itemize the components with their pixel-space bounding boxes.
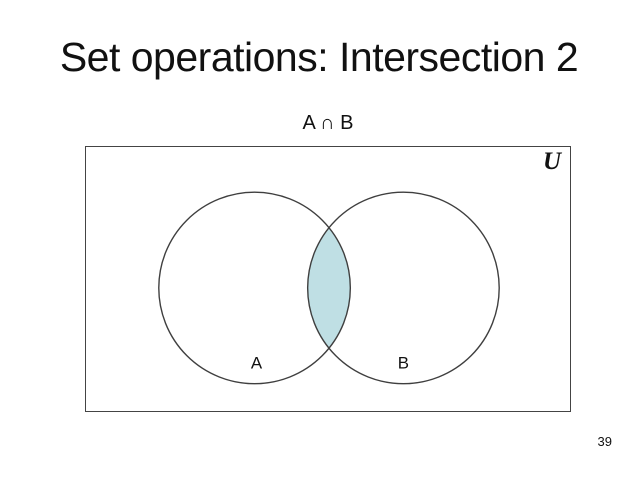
slide-title: Set operations: Intersection 2 [59, 34, 579, 80]
venn-diagram: A B [158, 191, 500, 385]
universe-label: U [542, 148, 561, 175]
intersection-caption: A ∩ B [302, 112, 354, 134]
universe-box: A B U [85, 146, 571, 412]
set-b-label: B [398, 353, 409, 372]
page-number: 39 [597, 434, 612, 449]
set-a-label: A [251, 353, 263, 372]
set-b-circle [306, 191, 500, 385]
intersection-region [307, 227, 351, 349]
set-a-circle [158, 191, 352, 385]
